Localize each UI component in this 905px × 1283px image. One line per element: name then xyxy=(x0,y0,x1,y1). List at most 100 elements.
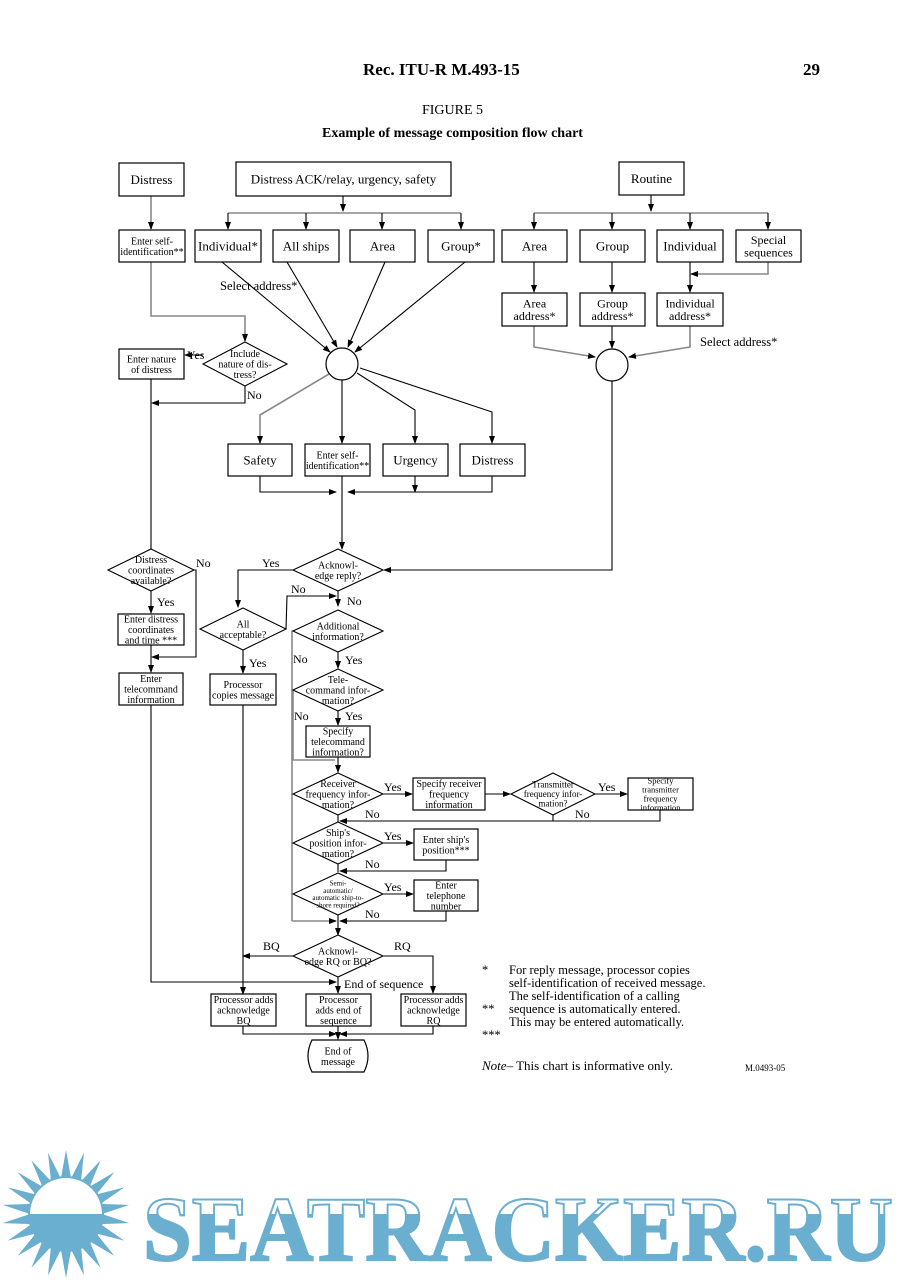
node-enter-ship-position-shape xyxy=(413,828,479,861)
connector xyxy=(383,955,436,994)
node-enter-self-identification-2-label: Enter self-identification** xyxy=(306,450,369,472)
connector xyxy=(354,261,466,353)
node-routine-individual: Individual xyxy=(656,229,724,263)
node-distress: Distress xyxy=(118,162,185,197)
connector xyxy=(235,569,293,608)
decision-acknowledge-rq-bq-label: Acknowl-edge RQ or BQ? xyxy=(305,946,372,968)
decision-distress-coordinates-shape xyxy=(106,548,196,592)
watermark-text-fill: SEATRACKER.RU xyxy=(143,1178,893,1278)
node-individual-star-label: Individual* xyxy=(198,239,258,254)
merge-circle-left xyxy=(325,347,359,381)
label-no-additional-information: No xyxy=(293,652,308,666)
node-enter-nature-of-distress-shape xyxy=(118,348,185,380)
connectors xyxy=(148,195,771,1040)
footnote-3: *** This may be entered automatically. xyxy=(482,1015,685,1042)
label-no-telecommand: No xyxy=(294,709,309,723)
node-routine-group-shape xyxy=(579,229,646,263)
connector xyxy=(339,860,447,874)
label-yes-all-acceptable: Yes xyxy=(249,656,267,670)
label-no-transmitter-frequency: No xyxy=(575,807,590,821)
decision-telecommand-information-label: Tele-command infor-mation? xyxy=(306,675,371,707)
connector xyxy=(347,476,493,495)
node-specify-receiver-frequency-shape xyxy=(412,777,486,811)
connector xyxy=(339,911,447,924)
connector xyxy=(690,262,769,277)
decision-additional-information-shape xyxy=(291,609,385,653)
node-routine-group: Group xyxy=(579,229,646,263)
sun-logo-icon xyxy=(2,1150,130,1278)
node-distress-shape xyxy=(118,162,185,197)
footnote-1: * For reply message, processor copies se… xyxy=(482,963,706,990)
label-no-ship-position: No xyxy=(365,857,380,871)
decision-receiver-frequency-shape xyxy=(291,772,385,816)
node-enter-self-identification-2-shape xyxy=(304,443,371,477)
node-group-address-shape xyxy=(579,292,646,327)
node-processor-copies-message-shape xyxy=(209,673,277,706)
label-yes-acknowledge-reply: Yes xyxy=(262,556,280,570)
node-routine-area-shape xyxy=(501,229,568,263)
label-yes-transmitter-frequency: Yes xyxy=(598,780,616,794)
node-all-ships: All ships xyxy=(272,229,340,263)
connector xyxy=(286,261,338,348)
connector xyxy=(339,810,661,824)
node-enter-telecommand-information-shape xyxy=(118,672,184,706)
node-special-sequences-shape xyxy=(735,229,802,263)
decision-include-nature-shape xyxy=(201,341,289,387)
node-end-of-message-shape xyxy=(307,1039,369,1073)
decision-acknowledge-reply: Acknowl-edge reply? xyxy=(291,548,385,592)
label-yes-telecommand: Yes xyxy=(345,709,363,723)
node-area-shape xyxy=(349,229,416,263)
figure-number: FIGURE 5 xyxy=(421,103,484,118)
node-urgency-shape xyxy=(382,443,449,477)
node-routine-area: Area xyxy=(501,229,568,263)
label-no-receiver-frequency: No xyxy=(365,807,380,821)
node-enter-telephone-number-shape xyxy=(413,879,479,912)
label-no-acknowledge-reply: No xyxy=(347,594,362,608)
connector xyxy=(628,326,691,359)
node-processor-adds-bq-shape xyxy=(210,993,277,1027)
node-all-ships-shape xyxy=(272,229,340,263)
watermark-text-outline: SEATRACKER.RU xyxy=(143,1178,893,1278)
node-enter-distress-coordinates-shape xyxy=(117,613,185,646)
label-select-address-left: Select address* xyxy=(220,279,297,293)
node-enter-self-identification-2: Enter self-identification** xyxy=(304,443,371,477)
connector xyxy=(383,381,613,573)
decision-semi-automatic-shape xyxy=(291,872,385,916)
connector xyxy=(257,373,330,444)
connector xyxy=(242,1026,337,1037)
connector xyxy=(291,630,293,921)
node-routine: Routine xyxy=(618,161,685,196)
label-yes-ship-position: Yes xyxy=(384,829,402,843)
figure-title: Example of message composition flow char… xyxy=(322,126,583,141)
connector xyxy=(150,262,248,342)
node-distress-ack-relay-shape xyxy=(235,161,452,197)
node-routine-label: Routine xyxy=(631,171,672,186)
node-area: Area xyxy=(349,229,416,263)
node-distress-2-label: Distress xyxy=(472,453,514,468)
label-rq: RQ xyxy=(394,939,411,953)
decision-telecommand-information-shape xyxy=(291,668,385,712)
decision-acknowledge-reply-shape xyxy=(291,548,385,592)
connector xyxy=(150,705,337,985)
node-urgency: Urgency xyxy=(382,443,449,477)
sun-upper-half xyxy=(30,1178,102,1214)
label-bq: BQ xyxy=(263,939,280,953)
